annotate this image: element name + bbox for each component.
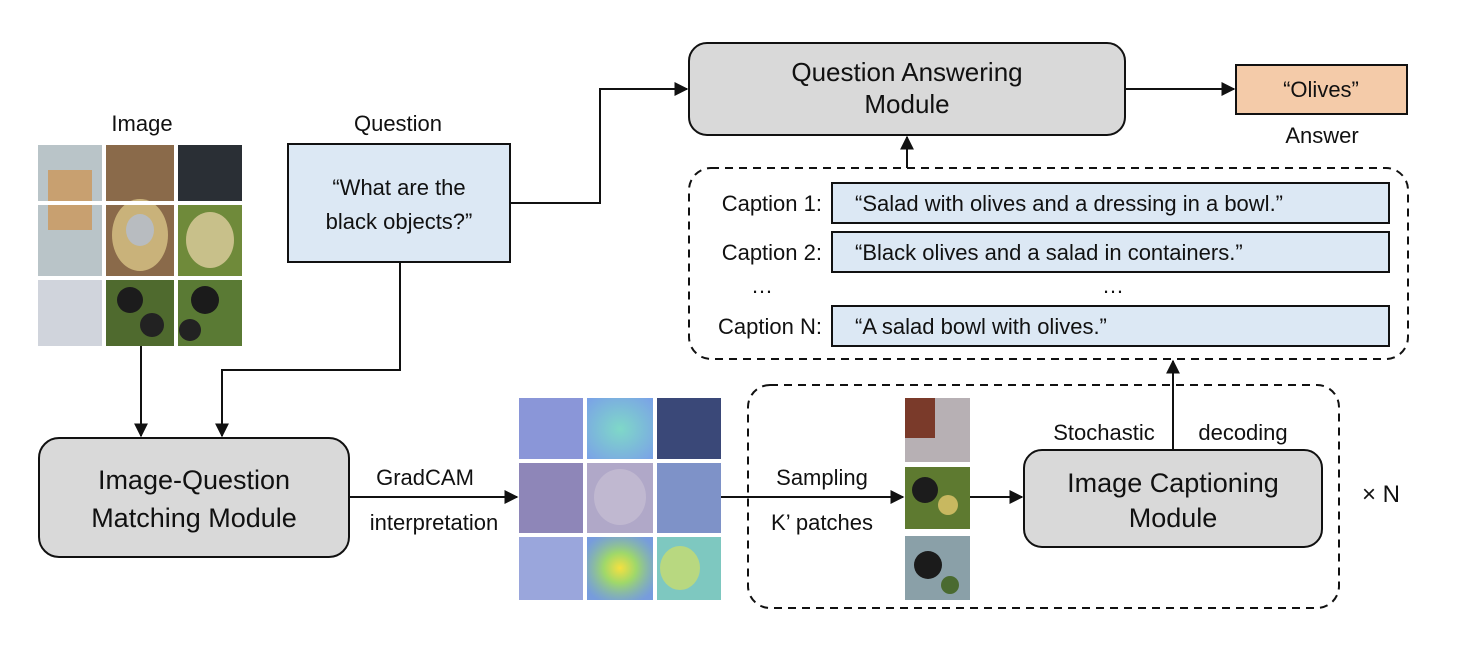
sampling-label-line1: Sampling	[776, 465, 868, 490]
gradcam-label-line2: interpretation	[370, 510, 498, 535]
question-label: Question	[354, 111, 442, 136]
input-image-grid	[38, 145, 242, 346]
caption-ellipsis-left: …	[751, 273, 773, 298]
answer-box	[1235, 64, 1408, 115]
image-question-matching-module	[38, 437, 350, 558]
qa-module-line1: Question Answering	[791, 57, 1022, 87]
caption-1-label: Caption 1:	[722, 191, 822, 216]
caption-ellipsis-right: …	[1102, 273, 1124, 298]
sampling-container	[747, 384, 1340, 609]
caption-2-box	[831, 231, 1390, 273]
sampling-label-line2: K’ patches	[771, 510, 873, 535]
caption-2-label: Caption 2:	[722, 240, 822, 265]
caption-n-box	[831, 305, 1390, 347]
decoding-label-word2: decoding	[1198, 420, 1287, 445]
iqm-module-line2: Matching Module	[91, 503, 297, 533]
caption-n-label: Caption N:	[718, 314, 822, 339]
caption-2-text: “Black olives and a salad in containers.…	[855, 240, 1243, 265]
qa-module-line2: Module	[864, 89, 949, 119]
answer-value: “Olives”	[1283, 77, 1359, 102]
question-box	[287, 143, 511, 263]
iqm-module-line1: Image-Question	[98, 465, 290, 495]
gradcam-heatmap-grid	[519, 398, 721, 600]
question-text-line2: black objects?”	[326, 209, 473, 234]
caption-n-text: “A salad bowl with olives.”	[855, 314, 1107, 339]
caption-1-text: “Salad with olives and a dressing in a b…	[855, 191, 1283, 216]
arrows	[134, 82, 1236, 504]
gradcam-label-line1: GradCAM	[376, 465, 474, 490]
image-label: Image	[111, 111, 172, 136]
arrow-question-to-qa	[510, 82, 689, 204]
captions-container	[688, 167, 1409, 360]
ic-module-line2: Module	[1129, 503, 1218, 533]
decoding-label-word1: Stochastic	[1053, 420, 1155, 445]
arrow-question-to-iqm	[215, 262, 401, 438]
caption-1-box	[831, 182, 1390, 224]
repeat-n-label: × N	[1362, 481, 1400, 508]
question-text-line1: “What are the	[332, 175, 465, 200]
ic-module-line1: Image Captioning	[1067, 468, 1279, 498]
answer-label: Answer	[1285, 123, 1358, 148]
sampled-patches	[905, 398, 970, 600]
